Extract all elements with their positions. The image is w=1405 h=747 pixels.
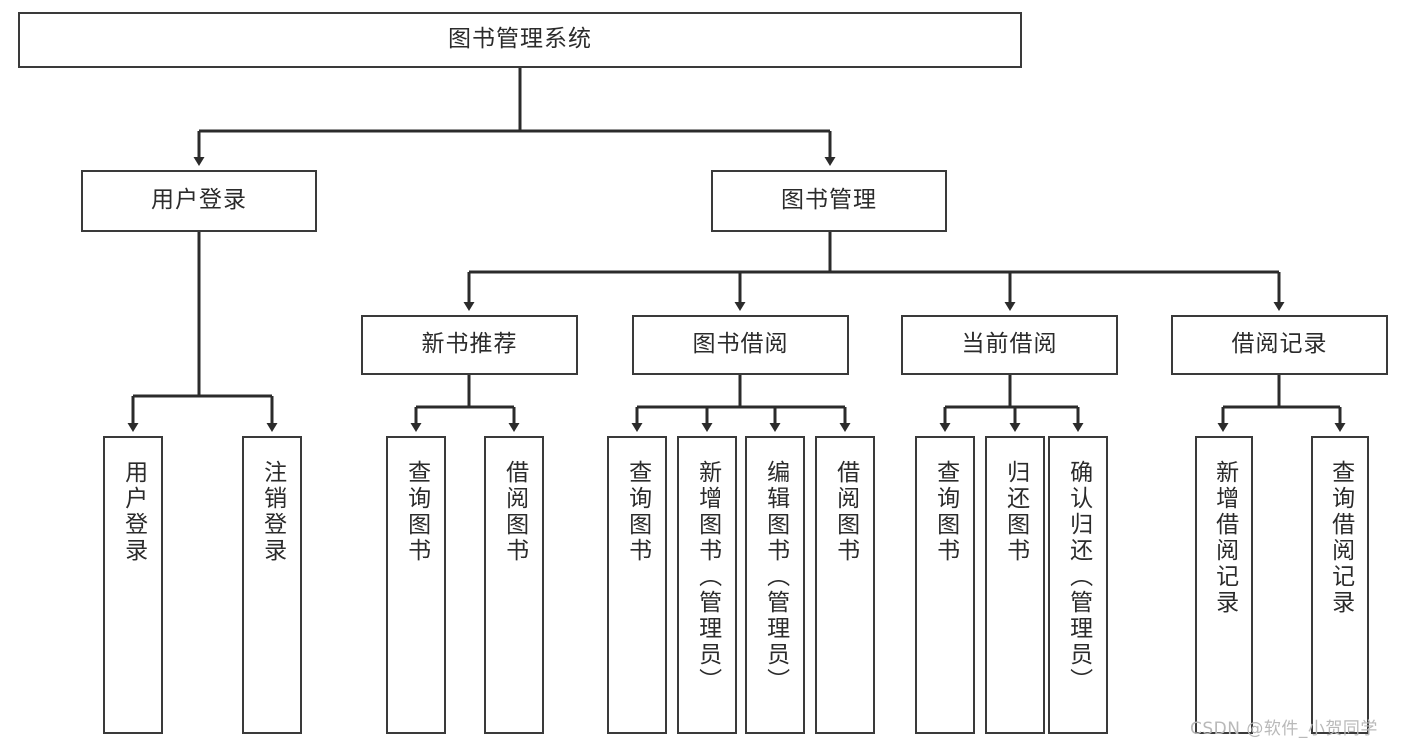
node-label: 查询图书 bbox=[403, 460, 430, 564]
node-label: 编辑图书（管理员） bbox=[762, 460, 789, 694]
node-leaf-return-book[interactable]: 归还图书 bbox=[985, 436, 1045, 734]
node-label: 归还图书 bbox=[1002, 460, 1029, 564]
node-leaf-edit-book[interactable]: 编辑图书（管理员） bbox=[745, 436, 805, 734]
csdn-watermark: CSDN @软件_小贺同学 bbox=[1190, 719, 1378, 739]
node-label: 借阅图书 bbox=[501, 460, 528, 564]
node-label: 图书管理系统 bbox=[448, 26, 592, 53]
node-leaf-confirm-return[interactable]: 确认归还（管理员） bbox=[1048, 436, 1108, 734]
node-label: 新书推荐 bbox=[421, 331, 518, 358]
node-label: 查询图书 bbox=[624, 460, 651, 564]
node-leaf-query-book-2[interactable]: 查询图书 bbox=[607, 436, 667, 734]
node-label: 注销登录 bbox=[259, 460, 286, 564]
node-root-system[interactable]: 图书管理系统 bbox=[18, 12, 1022, 68]
node-leaf-logout-login[interactable]: 注销登录 bbox=[242, 436, 302, 734]
node-leaf-query-record[interactable]: 查询借阅记录 bbox=[1311, 436, 1369, 734]
node-borrow-record[interactable]: 借阅记录 bbox=[1171, 315, 1388, 375]
node-label: 确认归还（管理员） bbox=[1065, 460, 1092, 694]
node-leaf-add-record[interactable]: 新增借阅记录 bbox=[1195, 436, 1253, 734]
node-label: 当前借阅 bbox=[961, 331, 1058, 358]
node-label: 新增借阅记录 bbox=[1211, 460, 1238, 616]
node-label: 用户登录 bbox=[120, 460, 147, 564]
node-label: 查询借阅记录 bbox=[1327, 460, 1354, 616]
node-label: 图书借阅 bbox=[692, 331, 789, 358]
node-user-login[interactable]: 用户登录 bbox=[81, 170, 317, 232]
node-new-book-recommend[interactable]: 新书推荐 bbox=[361, 315, 578, 375]
node-label: 借阅图书 bbox=[832, 460, 859, 564]
node-leaf-query-book-1[interactable]: 查询图书 bbox=[386, 436, 446, 734]
node-label: 新增图书（管理员） bbox=[694, 460, 721, 694]
node-book-borrow[interactable]: 图书借阅 bbox=[632, 315, 849, 375]
node-leaf-borrow-book-1[interactable]: 借阅图书 bbox=[484, 436, 544, 734]
node-leaf-add-book[interactable]: 新增图书（管理员） bbox=[677, 436, 737, 734]
node-leaf-query-book-3[interactable]: 查询图书 bbox=[915, 436, 975, 734]
node-label: 查询图书 bbox=[932, 460, 959, 564]
node-label: 借阅记录 bbox=[1231, 331, 1328, 358]
node-leaf-user-login[interactable]: 用户登录 bbox=[103, 436, 163, 734]
node-label: 图书管理 bbox=[781, 187, 877, 214]
node-leaf-borrow-book-2[interactable]: 借阅图书 bbox=[815, 436, 875, 734]
node-book-management[interactable]: 图书管理 bbox=[711, 170, 947, 232]
node-current-borrow[interactable]: 当前借阅 bbox=[901, 315, 1118, 375]
node-label: 用户登录 bbox=[151, 187, 247, 214]
